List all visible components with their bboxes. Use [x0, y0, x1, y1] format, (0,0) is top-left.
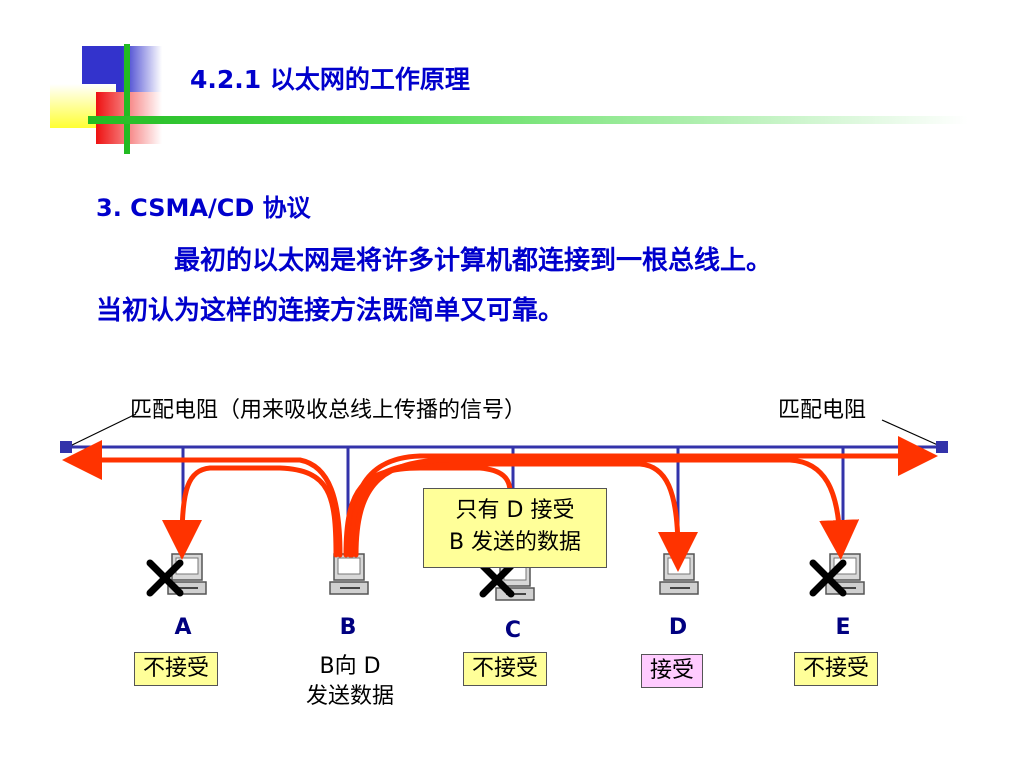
- title-logo-decoration: [50, 44, 162, 154]
- node-label-a: A: [174, 615, 192, 640]
- intro-paragraph-line-2: 当初认为这样的连接方法既简单又可靠。: [96, 296, 565, 326]
- status-badge-a: 不接受: [134, 652, 219, 686]
- receive-callout: 只有 D 接受 B 发送的数据: [423, 488, 607, 568]
- status-badge-d: 接受: [641, 654, 704, 688]
- section-heading: 3. CSMA/CD 协议: [96, 194, 311, 222]
- left-terminator: [60, 441, 72, 453]
- reject-mark-a: [146, 559, 184, 597]
- node-label-e: E: [835, 615, 851, 640]
- right-terminator: [936, 441, 948, 453]
- left-terminator-label: 匹配电阻（用来吸收总线上传播的信号）: [130, 398, 527, 423]
- sender-note-line-1: B向 D: [319, 654, 381, 679]
- sender-note-b: B向 D 发送数据: [290, 652, 410, 712]
- intro-paragraph-line-1: 最初的以太网是将许多计算机都连接到一根总线上。: [174, 246, 773, 276]
- right-terminator-leader: [881, 419, 941, 447]
- signal-to-d: [349, 461, 698, 572]
- page-title: 4.2.1 以太网的工作原理: [190, 65, 470, 94]
- right-terminator-label: 匹配电阻: [778, 398, 867, 423]
- reject-mark-e: [809, 559, 847, 597]
- sender-note-line-2: 发送数据: [305, 684, 394, 709]
- node-label-d: D: [668, 615, 688, 640]
- callout-line-2: B 发送的数据: [448, 530, 582, 555]
- computer-b: [329, 553, 369, 595]
- node-label-b: B: [339, 615, 357, 640]
- signal-to-left-end: [62, 440, 343, 558]
- left-terminator-leader: [69, 413, 137, 447]
- reject-mark-c: [479, 562, 515, 598]
- status-badge-e: 不接受: [794, 652, 879, 686]
- signal-to-c: [343, 465, 513, 558]
- node-label-c: C: [504, 618, 522, 643]
- status-badge-c: 不接受: [463, 652, 548, 686]
- title-underline: [88, 116, 968, 124]
- signal-to-e: [353, 457, 860, 560]
- callout-line-1: 只有 D 接受: [455, 498, 575, 523]
- computer-d: [659, 553, 699, 595]
- signal-to-a: [162, 465, 339, 560]
